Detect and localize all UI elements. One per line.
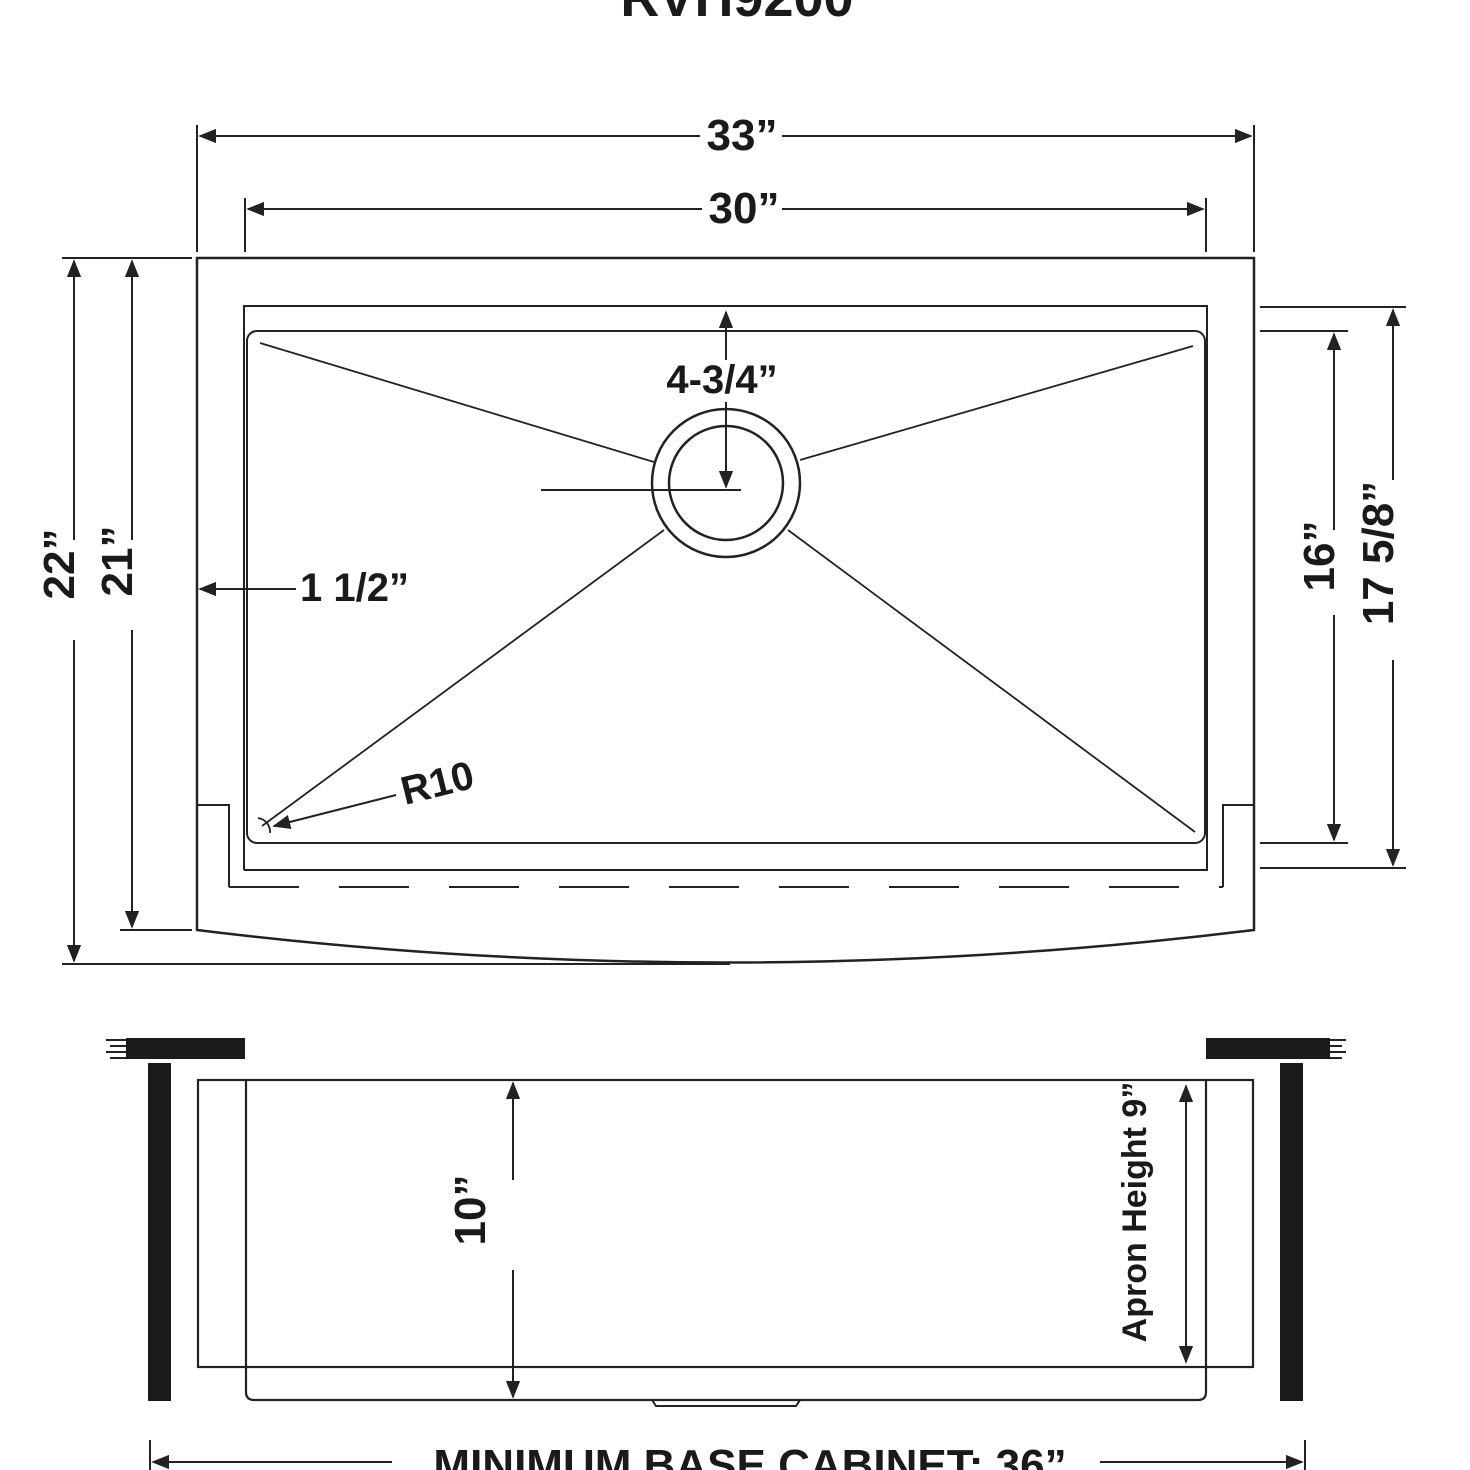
apron-front [196,1078,1255,1369]
depth-22-label: 22” [35,529,84,600]
drain-stub [651,1399,801,1407]
slope-line-bl [261,529,665,827]
top-view: R10 4-3/4” 1 1/2” 33” 30” 22” 21” [35,111,1406,965]
apron-height-label: Apron Height 9” [1116,1082,1154,1343]
slope-line-tr [799,345,1194,461]
cabinet-wall-right [1280,1063,1303,1401]
depth-21-label: 21” [93,526,142,597]
width-33-label: 33” [707,111,778,160]
min-cabinet-label: MINIMUM BASE CABINET: 36” [433,1441,1066,1470]
slope-line-br [787,529,1196,833]
width-30-label: 30” [709,184,780,233]
height-10-label: 10” [446,1175,495,1246]
deck-flange [197,305,1254,887]
countertop-right [1206,1038,1330,1059]
countertop-left-edge [106,1039,126,1059]
radius-label: R10 [397,753,479,813]
front-view: 10” Apron Height 9” MINIMUM BASE CABINET… [106,1038,1346,1470]
countertop-left [126,1038,245,1059]
countertop-right-edge [1330,1039,1346,1059]
drain-offset-label: 4-3/4” [666,358,777,402]
model-title: RVH9200 [620,0,853,28]
radius-leader [272,794,397,829]
depth-17-label: 17 5/8” [1354,481,1403,625]
bowl-front [244,1080,1208,1402]
sink-outline [195,256,1256,964]
slope-line-tl [259,342,655,463]
cabinet-wall-left [148,1063,171,1401]
depth-16-label: 16” [1295,521,1344,592]
corner-radius-arc [257,817,271,834]
side-margin-label: 1 1/2” [300,566,409,610]
